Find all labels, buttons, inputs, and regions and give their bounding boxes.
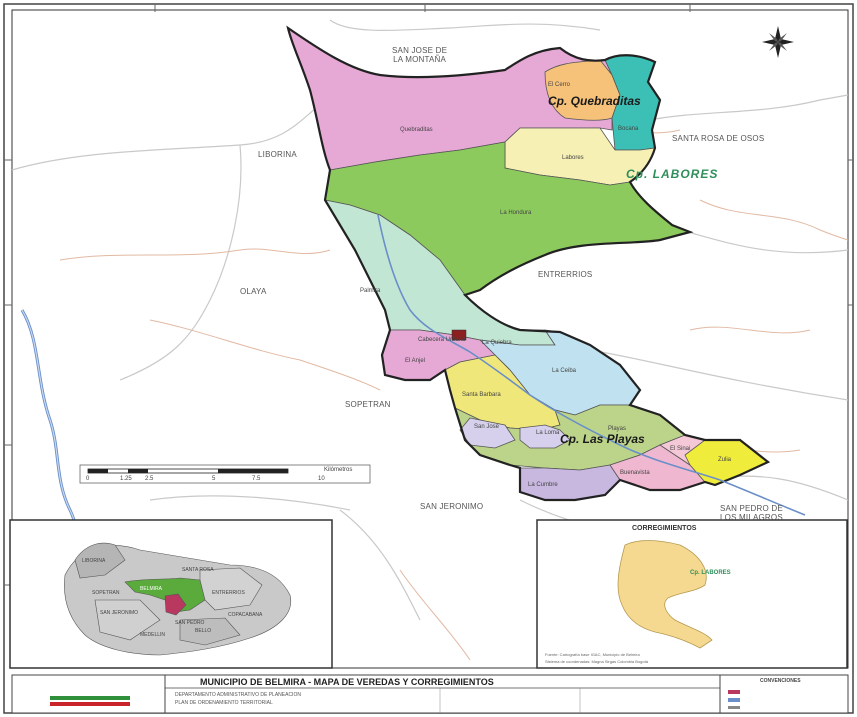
vereda-label-buenavista: Buenavista [620,470,650,476]
neighbor-san-jeronimo: SAN JERONIMO [420,502,484,511]
scale-tick-4: 7.5 [252,476,261,482]
inset-left-label-4: MEDELLIN [140,632,166,638]
vereda-san-jose-region[interactable] [459,417,516,449]
inset-left-label-0: SANTA ROSA [182,567,214,573]
neighbor-entrerrios: ENTRERRIOS [538,270,593,279]
vereda-label-el-anjel: El Anjel [405,358,426,364]
inset-left-map [64,542,292,656]
map-subtitle-1: DEPARTAMENTO ADMINISTRATIVO DE PLANEACIO… [175,692,301,698]
neighbor-liborina: LIBORINA [258,150,297,159]
neighbor-san-pedro: SAN PEDRO DE LOS MILAGROS [720,504,783,522]
scale-tick-2: 2.5 [145,476,154,482]
inset-right-note1: Fuente: Cartografía base IGAC, Municipio… [545,652,640,657]
scale-bar [79,464,371,484]
inset-left-label-7: SAN JERONIMO [100,610,139,616]
rio-chico [377,214,806,516]
legend-title: CONVENCIONES [760,678,801,684]
vereda-label-labores: Labores [562,155,584,161]
municipal-boundary [286,25,771,502]
corregimiento-label-quebraditas: Cp. Quebraditas [548,94,641,108]
grid-ticks [4,4,853,586]
vereda-el-cerro-region[interactable] [544,59,621,121]
neighbor-santa-rosa: SANTA ROSA DE OSOS [672,134,765,143]
vereda-label-la-cumbre: La Cumbre [528,482,558,488]
inset-left-label-8: LIBORINA [82,558,106,564]
inset-right-note2: Sistema de coordenadas: Magna Sirgas Col… [545,659,648,664]
scale-tick-0: 0 [86,476,90,482]
scale-tick-5: 10 [318,476,325,482]
corregimiento-label-labores: Cp. LABORES [626,167,719,181]
logo-stripe-red [50,702,130,706]
vereda-label-santa-barbara: Santa Barbara [462,392,501,398]
map-title: MUNICIPIO DE BELMIRA - MAPA DE VEREDAS Y… [200,677,494,687]
neighbor-olaya: OLAYA [240,287,267,296]
vereda-la-loma-region[interactable] [519,424,571,449]
vereda-label-el-cerro: El Cerro [548,82,571,88]
vereda-label-quebraditas: Quebraditas [400,127,433,133]
inset-left-label-5: BELLO [195,628,212,634]
vereda-label-palmira: Palmira [360,288,381,294]
north-arrow [762,26,794,58]
vereda-label-el-sinai: El Sinai [670,446,691,452]
vereda-label-la-quiebra: La Quiebra [482,340,512,346]
neighbor-sopetran: SOPETRAN [345,400,391,409]
vereda-label-cabecera: Cabecera Urbana [418,337,466,343]
map-subtitle-2: PLAN DE ORDENAMIENTO TERRITORIAL [175,700,273,706]
scale-tick-3: 5 [212,476,216,482]
inset-right-label: Cp. LABORES [690,570,731,576]
title-block [11,674,849,714]
vereda-label-zulia: Zulia [718,457,732,463]
neighbor-san-jose: SAN JOSE DE LA MONTAÑA [392,46,448,64]
scale-unit: Kilómetros [324,467,353,473]
inset-left-label-2: BELMIRA [140,586,162,592]
vereda-label-san-jose: San José [474,424,500,430]
vereda-label-playas: Playas [608,426,627,432]
inset-left-label-1: ENTRERRIOS [212,590,245,596]
vereda-label-la-loma: La Loma [536,430,560,436]
inset-left-label-9: SOPETRAN [92,590,120,596]
inset-corregimiento-labores[interactable] [617,540,713,649]
vereda-label-bocana: Bocana [618,126,639,132]
veredas-layer [287,27,769,501]
inset-right-title: CORREGIMIENTOS [632,525,697,532]
inset-left-label-3: SAN PEDRO [175,620,205,626]
vereda-label-la-hondura: La Hondura [500,210,532,216]
cabecera-urbana-marker[interactable] [451,329,467,341]
corregimiento-label-playas: Cp. Las Playas [560,432,645,446]
logo-stripe-green [50,696,130,700]
scale-tick-1: 1.25 [120,476,132,482]
vereda-label-la-ceiba: La Ceiba [552,368,577,374]
inset-left-label-6: COPACABANA [228,612,263,618]
inset-right-frame [536,519,848,669]
